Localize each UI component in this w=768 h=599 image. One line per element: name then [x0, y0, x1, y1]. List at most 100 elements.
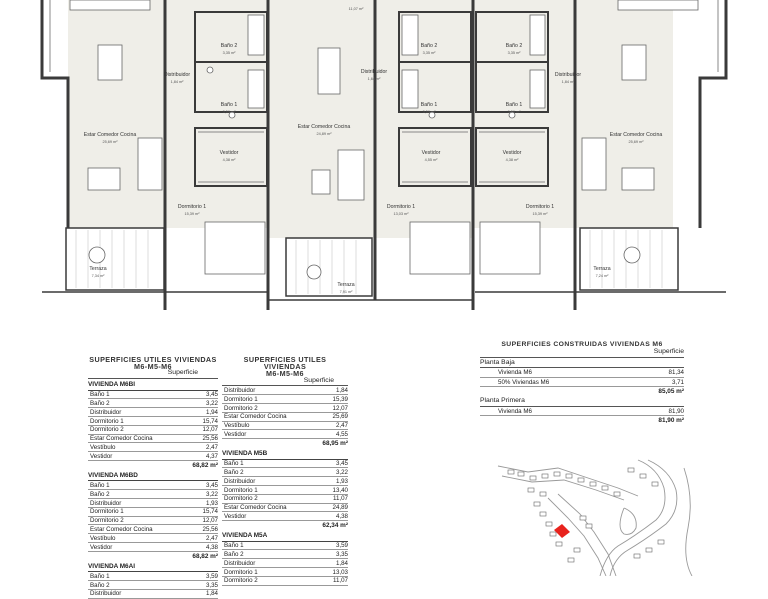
row-label: Distribuidor — [224, 559, 256, 567]
table-row: Baño 2 3,35 — [88, 581, 218, 590]
room-name: Vestidor — [503, 150, 522, 156]
room-name: Estar Comedor Cocina — [84, 132, 137, 138]
row-value: 3,35 — [205, 581, 218, 589]
room-area: 3,35 m² — [223, 51, 237, 55]
row-label: Distribuidor — [90, 590, 122, 598]
floor-plan: Estar Comedor Cocina 25,69 m² Distribuidor… — [40, 0, 728, 310]
table-title: SUPERFICIES CONSTRUIDAS VIVIENDAS M6 — [501, 341, 663, 348]
row-label: Baño 2 — [90, 400, 110, 407]
room-name: Distribuidor — [164, 72, 191, 78]
row-value: 12,07 — [202, 517, 218, 525]
section-total: 68,95 m² — [322, 440, 348, 448]
row-value: 1,84 — [335, 387, 348, 394]
row-label: Distribuidor — [224, 387, 256, 394]
row-value: 24,89 — [332, 504, 348, 512]
table-title-line2: M6-M5-M6 — [134, 362, 172, 372]
section-heading: VIVIENDA M5B — [222, 450, 348, 460]
table-row: Estar Comedor Cocina 24,89 — [222, 504, 348, 513]
row-value: 15,39 — [332, 395, 348, 403]
table-title: SUPERFICIES UTILES VIVIENDAS — [89, 355, 217, 364]
row-value: 81,34 — [668, 369, 684, 377]
room-area: 25,69 m² — [103, 140, 119, 144]
room-name: Terraza — [337, 282, 354, 288]
row-value: 3,45 — [335, 460, 348, 468]
highlighted-building-marker — [554, 524, 570, 538]
group-total: 81,90 m² — [658, 417, 684, 425]
group-heading: Planta Baja — [480, 359, 684, 369]
row-value: 25,69 — [332, 413, 348, 421]
room-area: 7,24 m² — [596, 274, 610, 278]
row-value: 3,22 — [205, 490, 218, 498]
room-area: 3,59 m² — [223, 110, 237, 114]
room-name: Vestidor — [422, 150, 441, 156]
plan-structure — [40, 0, 728, 310]
group-total: 85,05 m² — [658, 387, 684, 395]
room-area: 3,35 m² — [508, 51, 522, 55]
table-row: Distribuidor 1,84 — [88, 590, 218, 599]
row-label: Distribuidor — [224, 477, 256, 485]
row-label: Baño 1 — [90, 391, 110, 399]
row-value: 2,47 — [205, 534, 218, 542]
row-value: 11,07 — [332, 495, 348, 503]
row-value: 1,84 — [205, 590, 218, 598]
table-row: Distribuidor 1,84 — [222, 386, 348, 396]
table-row: Baño 1 3,45 — [88, 391, 218, 400]
room-area: 25,69 m² — [629, 140, 645, 144]
row-value: 12,07 — [332, 404, 348, 412]
row-label: Dormitorio 2 — [90, 517, 124, 525]
room-name: Dormitorio 1 — [178, 204, 206, 210]
row-label: Baño 2 — [90, 490, 110, 498]
row-value: 3,59 — [205, 572, 218, 580]
row-value: 3,35 — [335, 550, 348, 558]
room-area: 4,38 m² — [223, 158, 237, 162]
room-area: 11,07 m² — [349, 7, 364, 11]
section-heading: VIVIENDA M6BD — [88, 472, 218, 482]
row-label: Dormitorio 2 — [224, 404, 258, 412]
row-value: 4,55 — [335, 430, 348, 438]
room-name: Baño 1 — [421, 102, 438, 108]
row-label: Estar Comedor Cocina — [224, 504, 287, 512]
table-superficies-utiles-2: SUPERFICIES UTILES VIVIENDAS M6-M5-M6 Su… — [222, 356, 348, 586]
row-value: 4,38 — [335, 512, 348, 520]
row-label: Vestíbulo — [224, 422, 250, 430]
room-area: 1,84 m² — [562, 80, 576, 84]
row-value: 3,45 — [205, 391, 218, 399]
row-value: 81,90 — [668, 407, 684, 415]
row-value: 13,40 — [332, 486, 348, 494]
room-area: 24,89 m² — [317, 132, 333, 136]
section-heading: VIVIENDA M6BI — [88, 381, 218, 391]
table-subheader: Superficie — [88, 370, 218, 380]
table-subheader: Superficie — [222, 377, 348, 387]
room-area: 15,39 m² — [185, 212, 201, 216]
row-label: Baño 1 — [224, 460, 244, 468]
room-name: Dormitorio 1 — [387, 204, 415, 210]
row-value: 3,59 — [335, 542, 348, 550]
room-area: 1,64 m² — [368, 77, 382, 81]
row-label: Distribuidor — [90, 408, 122, 416]
section-total: 62,34 m² — [322, 522, 348, 530]
row-label: Baño 1 — [90, 481, 110, 489]
row-label: Vestidor — [90, 543, 113, 551]
row-value: 3,22 — [335, 468, 348, 476]
room-area: 3,59 m² — [423, 110, 437, 114]
row-label: Baño 2 — [90, 581, 110, 589]
room-area: 4,38 m² — [506, 158, 520, 162]
room-area: 13,03 m² — [394, 212, 410, 216]
